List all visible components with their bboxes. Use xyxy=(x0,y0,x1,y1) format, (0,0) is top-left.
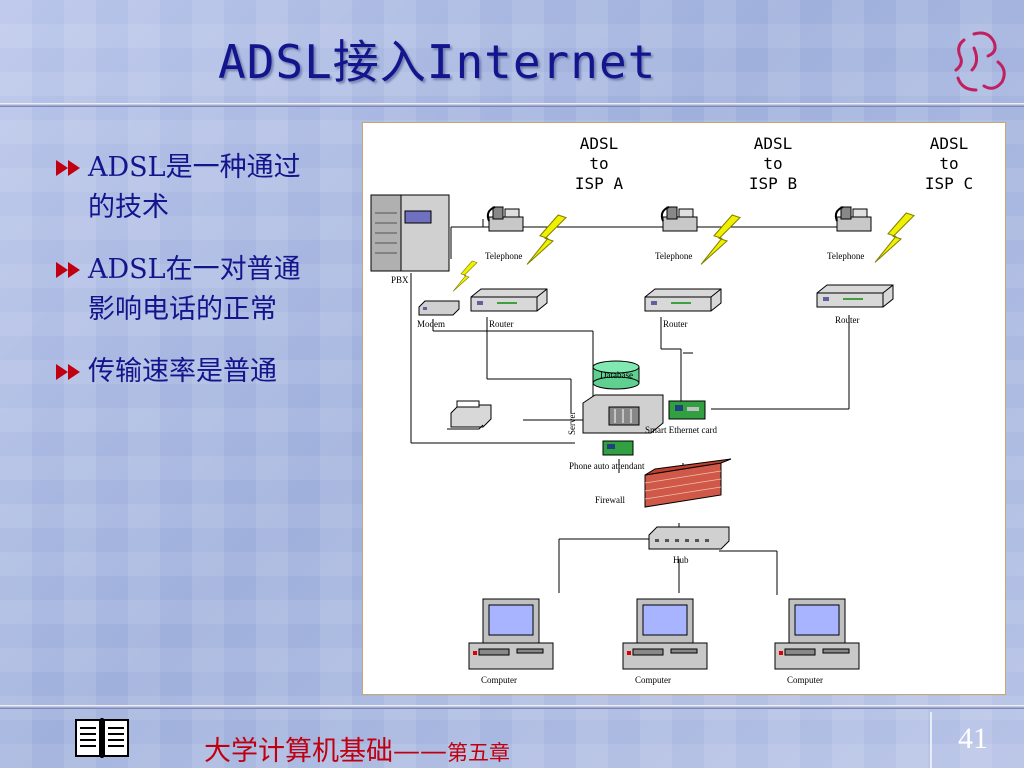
lightning-icon xyxy=(452,260,478,292)
lightning-icon xyxy=(874,212,915,263)
isp-a-label-line3: ISP A xyxy=(575,174,624,193)
database-label: Database xyxy=(600,370,633,380)
slide-title: ADSL接入Internet xyxy=(218,35,657,89)
telephone-label: Telephone xyxy=(827,251,864,261)
computer-icon xyxy=(622,598,708,670)
isp-c-label-line1: ADSL xyxy=(930,134,969,153)
hub-icon xyxy=(648,526,730,550)
router-icon xyxy=(644,288,722,312)
isp-b-label-line1: ADSL xyxy=(754,134,793,153)
firewall-icon xyxy=(644,458,732,508)
telephone-icon xyxy=(834,206,872,232)
modem-label: Modem xyxy=(417,319,445,329)
bullet-text: ADSL是一种通过 xyxy=(88,152,301,183)
bullet-text: 传输速率是普通 xyxy=(88,356,277,387)
hub-label: Hub xyxy=(673,555,689,565)
isp-a-label-line2: to xyxy=(589,154,608,173)
footer-separator xyxy=(930,712,932,768)
router-icon xyxy=(470,288,548,312)
footer-chapter: 第五章 xyxy=(447,741,510,765)
computer-label: Computer xyxy=(635,675,671,685)
router-label: Router xyxy=(835,315,860,325)
page-number: 41 xyxy=(958,722,988,755)
computer-label: Computer xyxy=(787,675,823,685)
server-icon xyxy=(582,394,664,434)
bullet-text-continued: 影响电话的正常 xyxy=(88,294,277,325)
telephone-label: Telephone xyxy=(485,251,522,261)
isp-c-label-line2: to xyxy=(939,154,958,173)
computer-label: Computer xyxy=(481,675,517,685)
bullet-item: ADSL在一对普通 影响电话的正常 xyxy=(56,250,386,330)
title-divider xyxy=(0,103,1024,107)
footer-course: 大学计算机基础 xyxy=(204,736,393,767)
router-label: Router xyxy=(489,319,514,329)
phone-attendant-card-icon xyxy=(602,440,634,456)
bullet-arrow-icon xyxy=(56,262,80,278)
ethernet-card-icon xyxy=(668,400,706,420)
lightning-icon xyxy=(700,214,741,265)
telephone-icon xyxy=(486,206,524,232)
telephone-label: Telephone xyxy=(655,251,692,261)
database-icon xyxy=(592,360,640,390)
printer-icon xyxy=(447,400,492,430)
pbx-icon xyxy=(370,194,450,272)
isp-a-label-line1: ADSL xyxy=(580,134,619,153)
isp-b-label-line3: ISP B xyxy=(749,174,797,193)
pbx-label: PBX xyxy=(391,275,409,285)
footer-divider xyxy=(0,705,1024,709)
bullet-arrow-icon xyxy=(56,160,80,176)
bullet-list: ADSL是一种通过 的技术 ADSL在一对普通 影响电话的正常 传输速率是普通 xyxy=(56,148,386,414)
bullet-text-continued: 的技术 xyxy=(88,192,169,223)
bullet-item: 传输速率是普通 xyxy=(56,352,386,392)
modem-icon xyxy=(418,300,460,316)
footer-dash: —— xyxy=(393,736,447,767)
router-icon xyxy=(816,284,894,308)
computer-icon xyxy=(774,598,860,670)
university-logo xyxy=(954,31,1006,92)
bullet-item: ADSL是一种通过 的技术 xyxy=(56,148,386,228)
isp-b-label-line2: to xyxy=(763,154,782,173)
telephone-icon xyxy=(660,206,698,232)
footer-course-title: 大学计算机基础——第五章 xyxy=(204,729,510,768)
phone-attendant-label: Phone auto attendant xyxy=(569,461,645,471)
server-label: Server xyxy=(567,412,577,436)
router-label: Router xyxy=(663,319,688,329)
book-icon xyxy=(75,718,129,758)
computer-icon xyxy=(468,598,554,670)
bullet-arrow-icon xyxy=(56,364,80,380)
firewall-label: Firewall xyxy=(595,495,625,505)
isp-c-label-line3: ISP C xyxy=(925,174,973,193)
bullet-text: ADSL在一对普通 xyxy=(88,254,301,285)
ethernet-card-label: Smart Ethernet card xyxy=(645,425,717,435)
adsl-network-diagram: ADSL to ISP A ADSL to ISP B ADSL to ISP … xyxy=(362,122,1006,695)
lightning-icon xyxy=(526,214,567,265)
